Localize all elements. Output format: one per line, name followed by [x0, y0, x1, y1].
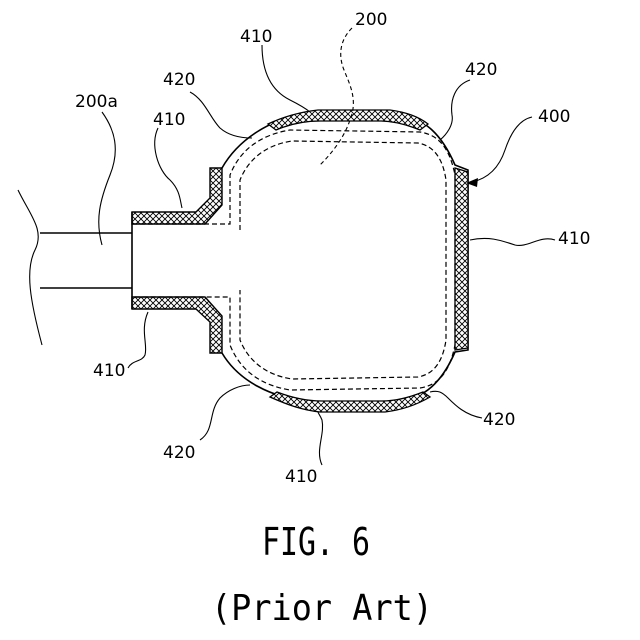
leader-410-bottom: [318, 412, 323, 465]
label-420-bottom-right: 420: [483, 410, 515, 430]
leader-420-bottom-right: [430, 391, 482, 418]
label-400: 400: [538, 107, 570, 127]
label-410-neck-top: 410: [153, 110, 185, 130]
label-420-top-left: 420: [163, 70, 195, 90]
label-200: 200: [355, 10, 387, 30]
label-410-neck-bottom: 410: [93, 361, 125, 381]
label-410-top: 410: [240, 27, 272, 47]
leader-lines: [99, 28, 555, 465]
leader-420-bottom-left: [200, 385, 250, 440]
leader-400: [472, 117, 532, 182]
film-top: [268, 110, 428, 130]
leader-420-top-left: [190, 92, 252, 138]
conductor-200a: [18, 190, 132, 345]
leader-420-top-right: [440, 80, 470, 140]
film-right: [455, 168, 468, 350]
leader-410-neck-top: [155, 128, 182, 208]
leader-200a: [99, 112, 116, 245]
label-420-top-right: 420: [465, 60, 497, 80]
break-line-left: [18, 190, 42, 345]
reference-labels: 200 410 420 420 200a 410 400 410 410 420…: [75, 10, 590, 487]
package-400: [132, 112, 468, 402]
neck-film-410: [132, 168, 222, 353]
electrode-body-200: [132, 130, 455, 390]
leader-410-right: [470, 238, 555, 245]
figure-subtitle: (Prior Art): [211, 588, 433, 629]
label-410-bottom: 410: [285, 467, 317, 487]
film-bottom: [270, 392, 430, 412]
leader-410-neck-bottom: [128, 312, 148, 368]
label-200a: 200a: [75, 92, 118, 112]
leader-200: [320, 28, 353, 165]
figure-title: FIG. 6: [262, 520, 370, 564]
label-420-bottom-left: 420: [163, 443, 195, 463]
label-410-right: 410: [558, 229, 590, 249]
leader-410-top: [262, 45, 310, 112]
